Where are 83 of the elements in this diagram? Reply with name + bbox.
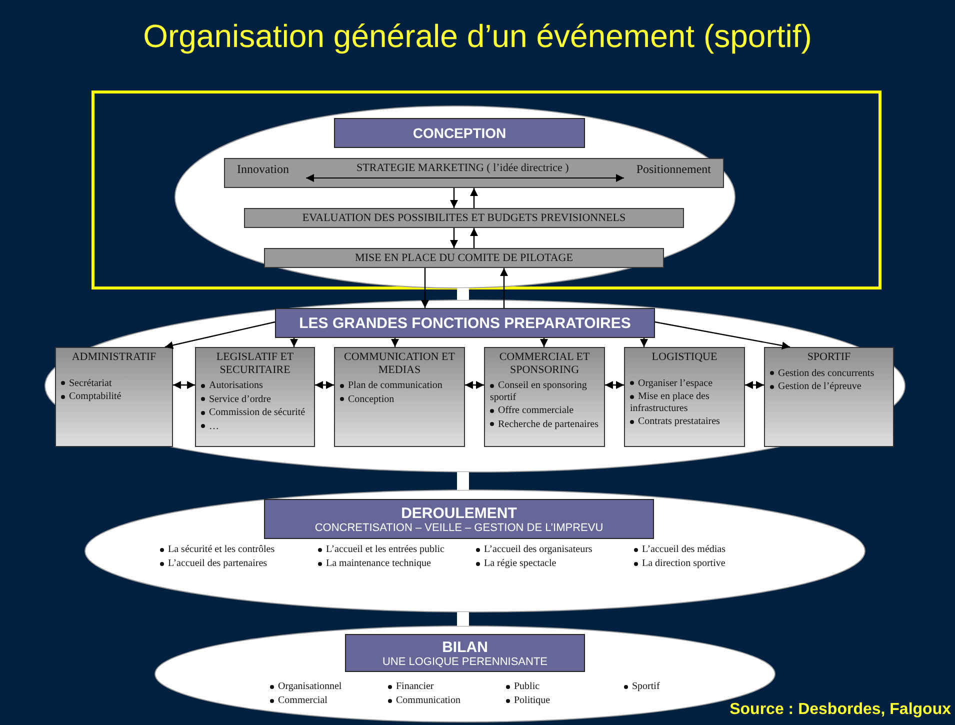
bullet-item: Autorisations xyxy=(201,380,306,392)
arrow xyxy=(164,321,276,350)
bullet-item: … xyxy=(201,420,306,432)
bullet-item: Gestion de l’épreuve xyxy=(770,381,874,393)
bullet-item: Offre commerciale xyxy=(490,405,604,417)
bullet-item: La sécurité et les contrôles xyxy=(160,543,318,557)
box-heading: SPORTIF xyxy=(806,351,852,364)
bullet-item: La maintenance technique xyxy=(318,557,476,571)
function-box xyxy=(484,347,605,447)
arrow xyxy=(290,338,298,347)
bullet-item: Recherche de partenaires xyxy=(490,418,604,430)
heading: DEROULEMENT xyxy=(400,504,518,522)
bullet-item: Conception xyxy=(340,394,442,406)
arrow xyxy=(540,338,548,347)
header-bar xyxy=(264,499,654,539)
arrow xyxy=(470,188,478,208)
bullet-item: Politique xyxy=(506,694,624,708)
bullet-item: Gestion des concurrents xyxy=(770,368,874,380)
bullet-item: Plan de communication xyxy=(340,380,442,392)
arrow xyxy=(654,321,790,350)
header-bar xyxy=(275,308,655,338)
box-text: EVALUATION DES POSSIBILITES ET BUDGETS PREVISIONNELS xyxy=(302,212,626,224)
bullet-item: Public xyxy=(506,680,624,694)
bullet-item: L’accueil des médias xyxy=(634,543,792,557)
block-arrow xyxy=(457,472,469,490)
bullet-item: Financier xyxy=(388,680,506,694)
arrow xyxy=(450,188,458,208)
bullet-item: Communication xyxy=(388,694,506,708)
bullet-item: La régie spectacle xyxy=(476,557,634,571)
box-heading: COMMUNICATION ET MEDIAS xyxy=(343,351,456,376)
bullet-item: Organisationnel xyxy=(270,680,388,694)
bullet-item: La direction sportive xyxy=(634,557,792,571)
arrow xyxy=(640,338,648,347)
bullet-item: Contrats prestataires xyxy=(630,416,744,428)
bullet-item: Organiser l’espace xyxy=(630,378,744,390)
bullet-item: Commission de sécurité xyxy=(201,407,306,419)
block-arrow xyxy=(457,612,469,626)
box-heading: LEGISLATIF ET SECURITAIRE xyxy=(215,351,295,376)
arrow xyxy=(470,228,478,248)
header-bar xyxy=(345,634,585,672)
heading: BILAN xyxy=(441,638,489,656)
bullet-item: Sportif xyxy=(624,680,742,694)
box-text: Innovation xyxy=(237,162,289,177)
function-box xyxy=(624,347,745,447)
bullet-item: Mise en place des infrastructures xyxy=(630,391,744,414)
arrow xyxy=(745,381,764,389)
bullet-item: Service d’ordre xyxy=(201,394,306,406)
subtitle: CONCRETISATION – VEILLE – GESTION DE L’IMPREVU xyxy=(314,522,604,534)
heading: CONCEPTION xyxy=(412,125,508,141)
arrow xyxy=(500,268,508,308)
arrow xyxy=(450,228,458,248)
bullet-item: Comptabilité xyxy=(61,391,122,403)
subtitle: UNE LOGIQUE PERENNISANTE xyxy=(381,656,549,668)
heading: LES GRANDES FONCTIONS PREPARATOIRES xyxy=(298,314,632,332)
function-box xyxy=(195,347,315,447)
function-box xyxy=(334,347,465,447)
title: Organisation générale d’un événement (sportif) xyxy=(142,18,813,55)
function-box xyxy=(55,347,173,447)
box-text: STRATEGIE MARKETING ( l’idée directrice ) xyxy=(356,162,569,174)
header-bar xyxy=(334,118,585,148)
arrow xyxy=(465,381,484,389)
bullet-item: Conseil en sponsoring sportif xyxy=(490,380,604,404)
box-heading: COMMERCIAL ET SPONSORING xyxy=(498,351,591,376)
arrow xyxy=(605,381,624,389)
process-box xyxy=(264,248,664,268)
arrow xyxy=(421,268,429,308)
process-box xyxy=(244,208,684,228)
block-arrow xyxy=(457,288,469,300)
bullet-item: L’accueil et les entrées public xyxy=(318,543,476,557)
arrow xyxy=(315,381,334,389)
box-heading: LOGISTIQUE xyxy=(650,351,718,364)
bullet-item: Secrétariat xyxy=(61,378,122,390)
process-box xyxy=(224,158,724,188)
arrow xyxy=(173,381,195,389)
source-caption: Source : Desbordes, Falgoux xyxy=(730,701,951,719)
bullet-item: Commercial xyxy=(270,694,388,708)
box-text: MISE EN PLACE DU COMITE DE PILOTAGE xyxy=(355,252,573,264)
bullet-item: L’accueil des organisateurs xyxy=(476,543,634,557)
bullet-item: L’accueil des partenaires xyxy=(160,557,318,571)
box-text: Positionnement xyxy=(636,162,711,177)
arrow xyxy=(391,338,399,347)
box-heading: ADMINISTRATIF xyxy=(70,351,158,364)
function-box xyxy=(764,347,894,447)
